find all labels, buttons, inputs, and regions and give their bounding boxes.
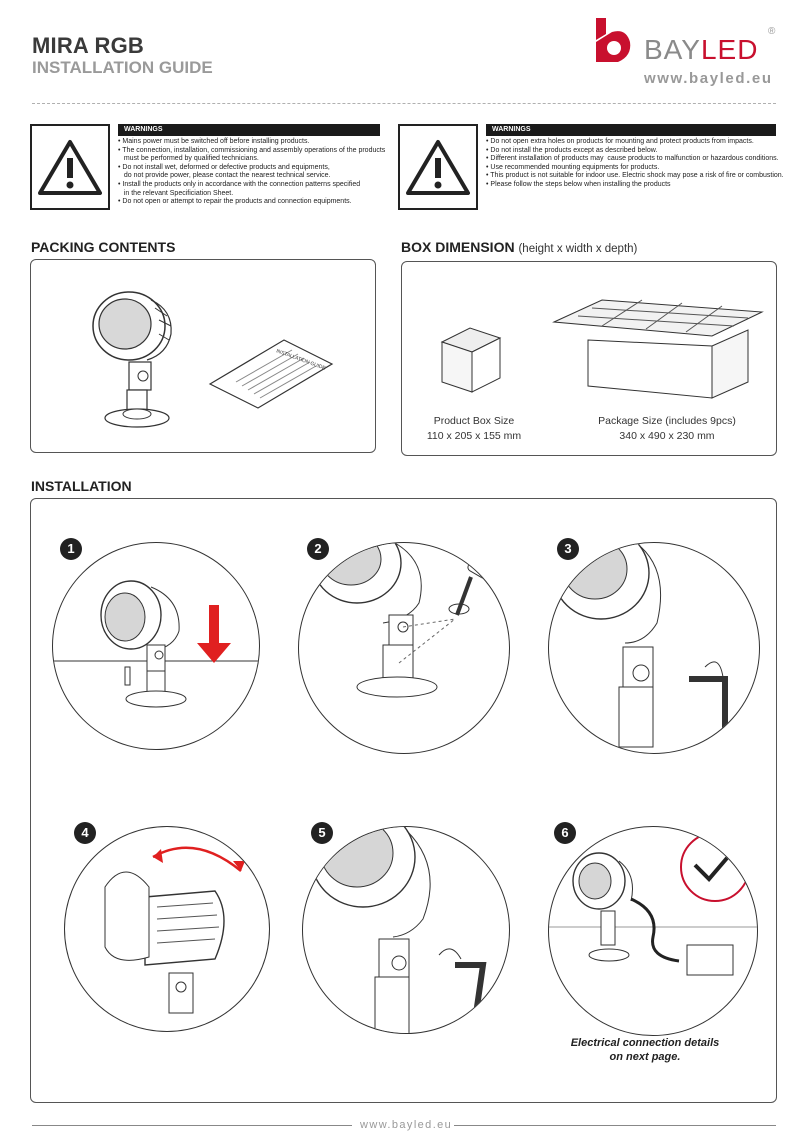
packing-heading: PACKING CONTENTS	[31, 239, 176, 255]
product-box-icon	[440, 327, 502, 393]
warning-sign-icon	[398, 124, 478, 210]
step-number-5: 5	[311, 822, 333, 844]
product-box-size: 110 x 205 x 155 mm	[426, 430, 522, 442]
step-6-illustration	[548, 826, 758, 1036]
step-4-illustration	[64, 826, 270, 1032]
packing-panel: INSTALLATION GUIDE	[30, 259, 376, 453]
leaflet-illustration: INSTALLATION GUIDE	[208, 339, 334, 409]
step-1-illustration	[52, 542, 260, 750]
header-divider	[32, 103, 776, 104]
cable-icon	[630, 897, 680, 963]
warnings-heading: WARNINGS	[486, 124, 776, 136]
document-subtitle: INSTALLATION GUIDE	[32, 58, 213, 77]
step-number-2: 2	[307, 538, 329, 560]
step-2-illustration	[298, 542, 510, 754]
warnings-heading: WARNINGS	[118, 124, 380, 136]
box-heading-text: BOX DIMENSION	[401, 239, 515, 255]
product-box-label: Product Box Size	[433, 415, 515, 427]
package-label: Package Size (includes 9pcs)	[598, 415, 736, 427]
installation-panel	[30, 498, 777, 1103]
package-size: 340 x 490 x 230 mm	[619, 430, 715, 442]
step-5-illustration	[302, 826, 510, 1034]
warnings-right: WARNINGS • Do not open extra holes on pr…	[398, 124, 784, 210]
installation-heading: INSTALLATION	[31, 478, 132, 494]
arrow-down-icon	[197, 605, 231, 663]
checkmark-icon	[693, 849, 735, 882]
product-box-caption: Product Box Size 110 x 205 x 155 mm	[412, 414, 536, 444]
box-heading: BOX DIMENSION (height x width x depth)	[401, 239, 637, 255]
document-title: MIRA RGB	[32, 33, 144, 58]
junction-box-icon	[686, 944, 734, 976]
hand-icon	[104, 871, 150, 961]
warnings-list: • Do not open extra holes on products fo…	[486, 138, 784, 188]
step-number-4: 4	[74, 822, 96, 844]
warnings-list: • Mains power must be switched off befor…	[118, 138, 386, 206]
footer-line-left	[32, 1125, 352, 1126]
step-number-3: 3	[557, 538, 579, 560]
brand-bay: BAY	[644, 34, 701, 65]
step-3-illustration	[548, 542, 760, 754]
footer-line-right	[454, 1125, 776, 1126]
rotate-arrow-icon	[152, 846, 242, 872]
step-number-1: 1	[60, 538, 82, 560]
header-website: www.bayled.eu	[644, 70, 773, 87]
electrical-note-line-2: on next page.	[609, 1051, 681, 1063]
warnings-left: WARNINGS • Mains power must be switched …	[30, 124, 385, 210]
step-number-6: 6	[554, 822, 576, 844]
box-panel: Product Box Size 110 x 205 x 155 mm Pack…	[401, 261, 777, 456]
registered-mark: ®	[768, 26, 776, 37]
brand-name: BAYLED	[644, 34, 758, 66]
footer-website: www.bayled.eu	[360, 1119, 453, 1131]
spotlight-illustration	[92, 291, 172, 428]
box-heading-note: (height x width x depth)	[518, 243, 638, 255]
brand-led: LED	[700, 34, 759, 65]
electrical-note-line-1: Electrical connection details	[570, 1037, 720, 1049]
package-box-icon	[552, 299, 764, 399]
electrical-note: Electrical connection details on next pa…	[560, 1036, 730, 1064]
bayled-logo-icon	[596, 18, 631, 62]
warning-sign-icon	[30, 124, 110, 210]
package-caption: Package Size (includes 9pcs) 340 x 490 x…	[582, 414, 752, 444]
